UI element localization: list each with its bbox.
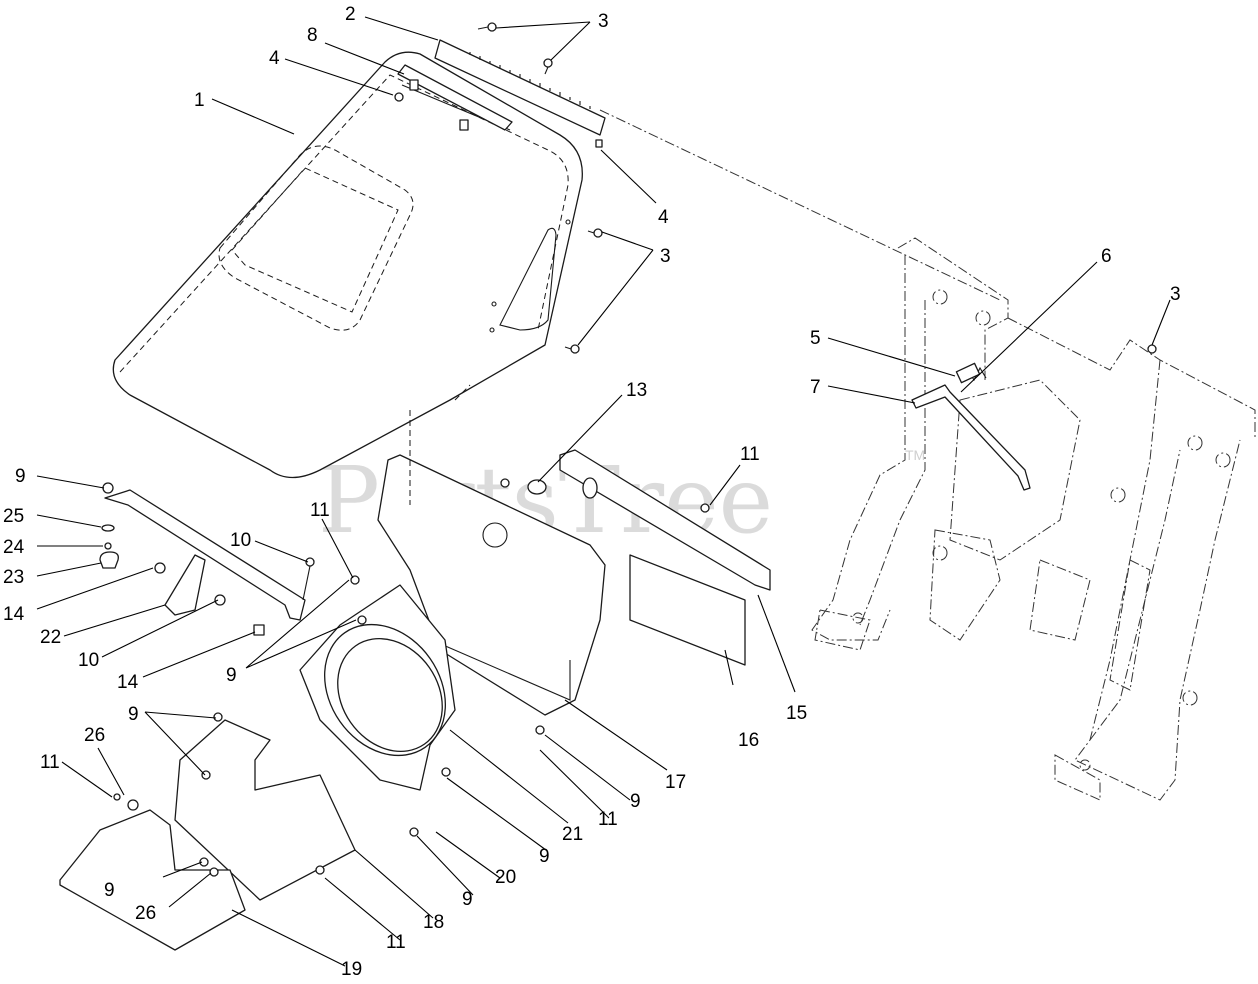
callout-1: 1 (194, 90, 205, 111)
scale-part (394, 39, 606, 148)
callout-4-left: 4 (269, 48, 280, 69)
callout-8: 8 (307, 25, 318, 46)
frame-assembly (599, 109, 1256, 801)
callout-20: 20 (495, 867, 516, 888)
callout-21: 21 (562, 824, 583, 845)
callout-11-lowleft: 11 (40, 752, 60, 773)
panel-part (629, 554, 746, 666)
callout-5: 5 (810, 328, 821, 349)
support-bar-assembly (99, 482, 315, 636)
callout-11-right: 11 (740, 444, 760, 465)
callout-labels: 2 3 8 4 1 4 3 6 3 5 7 13 11 9 25 24 23 1… (3, 4, 1181, 980)
callout-15: 15 (786, 703, 807, 724)
leader-lines (36, 16, 1171, 967)
callout-14-bottom: 14 (117, 672, 139, 693)
callout-11-bottom: 11 (386, 932, 406, 953)
callout-13: 13 (626, 380, 647, 401)
callout-3-right: 3 (1170, 284, 1181, 305)
callout-26-top: 26 (84, 725, 105, 746)
mounting-plate (299, 575, 545, 837)
callout-9-lower: 9 (539, 846, 550, 867)
callout-14-left: 14 (3, 604, 25, 625)
callout-3-top: 3 (598, 11, 609, 32)
callout-2: 2 (345, 4, 356, 25)
callout-6: 6 (1101, 246, 1112, 267)
callout-9-lowest: 9 (462, 889, 473, 910)
callout-7: 7 (810, 377, 821, 398)
callout-23: 23 (3, 567, 24, 588)
callout-16: 16 (738, 730, 759, 751)
callout-9-left: 9 (15, 466, 26, 487)
callout-9-deflector: 9 (128, 704, 139, 725)
callout-9-mid: 9 (226, 665, 237, 686)
callout-11-lowright: 11 (598, 809, 618, 830)
callout-25: 25 (3, 506, 24, 527)
callout-4-right: 4 (658, 207, 669, 228)
callout-11-left: 11 (310, 500, 330, 521)
callout-10-right: 10 (230, 530, 251, 551)
callout-17: 17 (665, 772, 686, 793)
callout-9-bottom: 9 (104, 880, 115, 901)
callout-22: 22 (40, 627, 61, 648)
hood-part (112, 51, 583, 479)
watermark-trademark: TM (905, 447, 925, 463)
callout-10-left: 10 (78, 650, 99, 671)
callout-18: 18 (423, 912, 444, 933)
chute-housing (377, 384, 606, 716)
callout-26-bottom: 26 (135, 903, 156, 924)
callout-3-mid: 3 (660, 246, 671, 267)
deflector-part (174, 712, 356, 901)
bracket-part (500, 449, 771, 591)
screws-part (477, 22, 1157, 354)
callout-24: 24 (3, 537, 25, 558)
callout-19: 19 (341, 959, 362, 980)
chute-tip-part (59, 793, 246, 951)
callout-9-right: 9 (630, 791, 641, 812)
